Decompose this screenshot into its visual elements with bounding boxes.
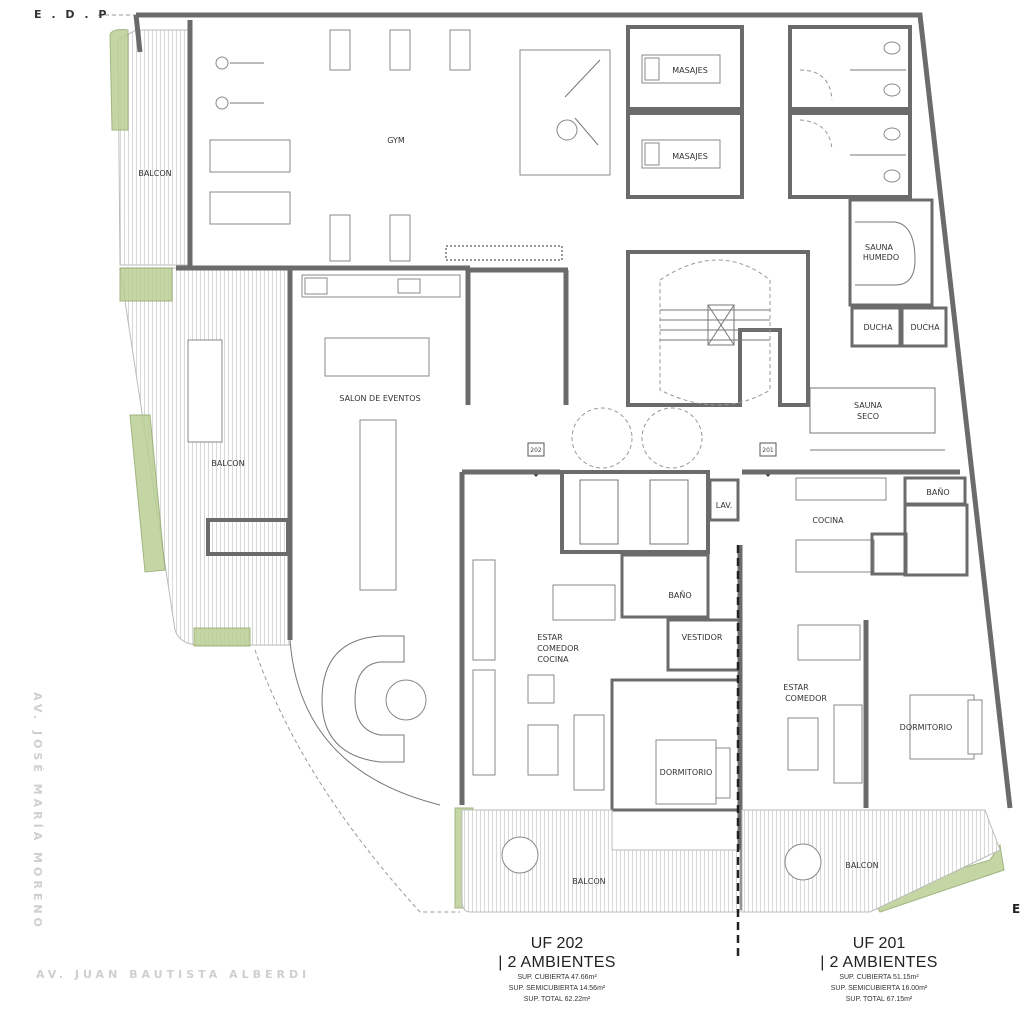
salon-furniture xyxy=(187,274,461,763)
balcon-planter xyxy=(206,518,290,556)
ducha-2-label: DUCHA xyxy=(910,323,940,332)
balcon-mid-label: BALCON xyxy=(211,459,244,468)
staircase xyxy=(571,250,810,469)
sauna-seco-label-1: SAUNA xyxy=(854,401,883,410)
uf202-estar-label-3: COCINA xyxy=(537,655,569,664)
uf202-estar-label-1: ESTAR xyxy=(537,633,563,642)
unit-ambientes: | 2 AMBIENTES xyxy=(498,954,616,971)
balcon-bottom xyxy=(461,809,1001,913)
street-label-vertical: AV. JOSÉ MARÍA MORENO xyxy=(30,692,44,931)
uf202-bano-label: BAÑO xyxy=(668,590,691,600)
unit-title: UF 202 xyxy=(530,935,584,952)
sauna-humedo-label-1: SAUNA xyxy=(865,243,894,252)
gym-equipment xyxy=(209,29,611,262)
sauna-humedo-label-2: HUMEDO xyxy=(863,253,899,262)
property-line xyxy=(254,649,460,913)
lav-label: LAV. xyxy=(716,501,733,510)
unit-sup-semicubierta: SUP. SEMICUBIERTA 14.56m² xyxy=(508,985,606,992)
uf201-dormitorio-label: DORMITORIO xyxy=(900,723,953,732)
gym-label: GYM xyxy=(387,136,405,145)
edge-marker: E xyxy=(1012,902,1021,916)
elevators xyxy=(560,470,740,554)
building-outline xyxy=(133,12,1013,809)
uf201-estar-label-1: ESTAR xyxy=(783,683,809,692)
uf202-vestidor-label: VESTIDOR xyxy=(682,633,723,642)
unit-info-uf202: UF 202 | 2 AMBIENTES SUP. CUBIERTA 47.66… xyxy=(457,935,657,1005)
uf201-plan xyxy=(742,469,983,808)
unit-sup-cubierta: SUP. CUBIERTA 47.66m² xyxy=(517,974,597,981)
balcon-top-label: BALCON xyxy=(138,169,171,178)
masajes-2-label: MASAJES xyxy=(672,152,708,161)
uf202-estar-label-2: COMEDOR xyxy=(537,644,579,653)
unit-sup-total: SUP. TOTAL 67.15m² xyxy=(845,996,913,1003)
sauna-seco-label-2: SECO xyxy=(857,412,879,421)
uf202-dormitorio-label: DORMITORIO xyxy=(660,768,713,777)
unit-info-uf201: UF 201 | 2 AMBIENTES SUP. CUBIERTA 51.15… xyxy=(779,935,979,1005)
unit-title: UF 201 xyxy=(852,935,906,952)
spa-area xyxy=(809,198,948,451)
salon-label: SALON DE EVENTOS xyxy=(339,394,420,403)
ducha-1-label: DUCHA xyxy=(863,323,893,332)
dumbbell-rack xyxy=(445,245,563,261)
svg-text:202: 202 xyxy=(530,447,542,454)
street-label-horizontal: AV. JUAN BAUTISTA ALBERDI xyxy=(36,968,311,981)
masajes-rooms xyxy=(626,25,744,199)
unit-sup-semicubierta: SUP. SEMICUBIERTA 16.00m² xyxy=(830,985,928,992)
unit-sup-cubierta: SUP. CUBIERTA 51.15m² xyxy=(839,974,919,981)
unit-sup-total: SUP. TOTAL 62.22m² xyxy=(523,996,591,1003)
svg-text:201: 201 xyxy=(762,447,774,454)
unit-ambientes: | 2 AMBIENTES xyxy=(820,954,938,971)
uf201-balcon-label: BALCON xyxy=(845,861,878,870)
uf202-plan xyxy=(462,469,743,910)
masajes-1-label: MASAJES xyxy=(672,66,708,75)
edp-label: E . D . P xyxy=(34,8,110,21)
uf201-cocina-label: COCINA xyxy=(812,516,844,525)
uf201-bano-label: BAÑO xyxy=(926,487,949,497)
uf202-balcon-label: BALCON xyxy=(572,877,605,886)
uf201-estar-label-2: COMEDOR xyxy=(785,694,827,703)
restrooms-top xyxy=(788,25,912,199)
balcon-left xyxy=(117,29,291,646)
